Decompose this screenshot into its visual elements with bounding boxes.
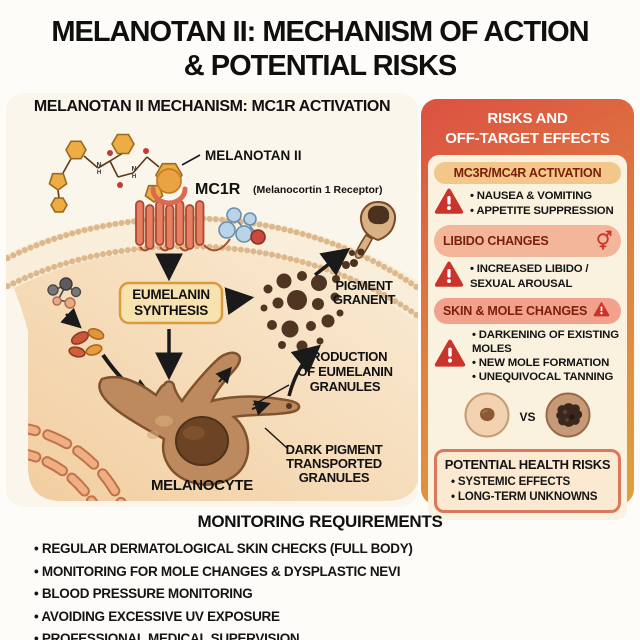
risk-bullet: NEW MOLE FORMATION [472,356,621,370]
risk-pill-label: LIBIDO CHANGES [443,233,549,248]
warning-triangle-icon [434,261,464,293]
production-label-line2: OF EUMELANIN [297,364,392,379]
mc1r-label: MC1R [195,181,241,198]
monitoring-list: REGULAR DERMATOLOGICAL SKIN CHECKS (FULL… [0,538,640,640]
pigment-label-line2: GRANENT [333,292,396,307]
eumelanin-granule-cluster [260,250,355,352]
monitoring-item: AVOIDING EXCESSIVE UV EXPOSURE [34,606,640,629]
health-risks-title: POTENTIAL HEALTH RISKS [444,456,611,472]
arrow-cluster-to-enzymes [60,307,82,329]
mc1r-sublabel: (Melanocortin 1 Receptor) [253,184,383,196]
melanocyte-label: MELANOCYTE [151,477,253,494]
health-risk-bullet: LONG-TERM UNKNOWNS [451,489,612,504]
risk-bullets-skin-mole: DARKENING OF EXISTING MOLES NEW MOLE FOR… [472,328,621,385]
arrow-melanocyte-to-granules [287,344,321,397]
enzyme-molecule-cluster [47,277,82,309]
pigment-release-funnel [350,200,396,267]
risks-panel-body: MC3R/MC4R ACTIVATION NAUSEA & VOMITING A… [428,154,627,520]
risk-pill-label: MC3R/MC4R ACTIVATION [453,165,602,180]
melanocyte-highlight [155,415,173,427]
arrow-granules-to-release [313,247,351,277]
vs-label: VS [519,410,536,425]
monitoring-item: BLOOD PRESSURE MONITORING [34,583,640,606]
dark-pigment-pointer-line [264,427,288,449]
normal-mole-icon [464,392,510,443]
enzyme-beans [68,327,105,358]
monitoring-item: REGULAR DERMATOLOGICAL SKIN CHECKS (FULL… [34,538,640,561]
risk-bullet: APPETITE SUPPRESSION [470,204,613,218]
gender-symbol-icon [595,229,612,253]
arrow-synthesis-to-granules [224,287,255,315]
production-label-line1: PRODUCTION [303,349,387,364]
risk-bullet: UNEQUIVOCAL TANNING [472,370,621,384]
mechanism-diagram: MELANOTAN II MECHANISM: MC1R ACTIVATION [6,98,418,502]
potential-health-risks-box: POTENTIAL HEALTH RISKS SYSTEMIC EFFECTS … [434,448,621,513]
dark-pigment-label-line1: DARK PIGMENT [286,442,383,457]
dark-pigment-label-line3: GRANULES [299,470,370,485]
risks-title-line2: OFF-TARGET EFFECTS [445,129,610,147]
nucleus-highlight [183,426,205,440]
monitoring-item: MONITORING FOR MOLE CHANGES & DYSPLASTIC… [34,561,640,584]
risk-row-libido: INCREASED LIBIDO / SEXUAL AROUSAL [434,261,621,293]
warning-triangle-icon [434,188,464,220]
warning-triangle-icon [434,339,466,373]
risk-bullets-libido: INCREASED LIBIDO / SEXUAL AROUSAL [470,262,621,291]
melanotan-pointer-line [181,154,201,166]
ligand-ball [156,168,182,194]
mole-comparison: VS [434,392,621,443]
risk-bullet: NAUSEA & VOMITING [470,189,614,203]
risk-section-libido: LIBIDO CHANGES [434,224,621,257]
mechanism-diagram-card: MELANOTAN II MECHANISM: MC1R ACTIVATION [6,93,418,507]
melanocyte-nucleus [175,416,229,466]
risks-title-line1: RISKS AND [487,110,568,127]
warning-triangle-icon [593,301,610,320]
svg-text:N: N [131,166,136,173]
dark-pigment-label-line2: TRANSPORTED [286,456,382,471]
health-risks-bullets: SYSTEMIC EFFECTS LONG-TERM UNKNOWNS [443,474,612,504]
signalling-molecule-cluster [218,207,266,245]
production-label-line3: GRANULES [310,379,381,394]
monitoring-heading: MONITORING REQUIREMENTS [197,512,443,531]
monitoring-item: PROFESSIONAL MEDICAL SUPERVISION [34,628,640,640]
pigment-label-line1: PIGMENT [335,278,392,293]
page-title-line1: MELANOTAN II: MECHANISM OF ACTION [51,16,589,48]
melanotan-label: MELANOTAN II [205,148,302,163]
risk-section-skin-mole: SKIN & MOLE CHANGES [434,297,621,324]
page-title: MELANOTAN II: MECHANISM OF ACTION & POTE… [0,16,640,83]
cell-membrane [6,215,418,320]
health-risk-bullet: SYSTEMIC EFFECTS [451,474,612,489]
page-title-line2: & POTENTIAL RISKS [183,49,458,82]
risk-bullet: INCREASED LIBIDO / SEXUAL AROUSAL [470,262,621,291]
svg-text:N: N [96,162,101,169]
melanotan-molecule: N H N H [48,133,183,213]
svg-text:H: H [132,174,136,180]
melanocyte-highlight [147,431,159,439]
production-pointer-line [252,384,290,406]
risk-row-mc3r: NAUSEA & VOMITING APPETITE SUPPRESSION [434,188,621,220]
diagram-heading: MELANOTAN II MECHANISM: MC1R ACTIVATION [34,98,390,115]
risk-bullet: DARKENING OF EXISTING MOLES [472,328,621,357]
mc1r-receptor [135,168,231,252]
risk-row-skin-mole: DARKENING OF EXISTING MOLES NEW MOLE FOR… [434,328,621,385]
irregular-mole-icon [545,392,591,443]
monitoring-section: MONITORING REQUIREMENTS REGULAR DERMATOL… [0,512,640,640]
transported-granules [215,366,292,416]
risk-pill-label: SKIN & MOLE CHANGES [443,303,588,318]
risk-bullets-mc3r: NAUSEA & VOMITING APPETITE SUPPRESSION [470,189,614,218]
risks-panel: RISKS AND OFF-TARGET EFFECTS MC3R/MC4R A… [421,99,634,520]
eumelanin-box-line1: EUMELANIN [132,287,210,302]
risk-section-mc3r-mc4r: MC3R/MC4R ACTIVATION [434,161,621,184]
eumelanin-synthesis-box [118,281,224,325]
risks-panel-title: RISKS AND OFF-TARGET EFFECTS [428,104,627,155]
eumelanin-box-line2: SYNTHESIS [134,303,208,318]
svg-text:H: H [97,170,101,176]
